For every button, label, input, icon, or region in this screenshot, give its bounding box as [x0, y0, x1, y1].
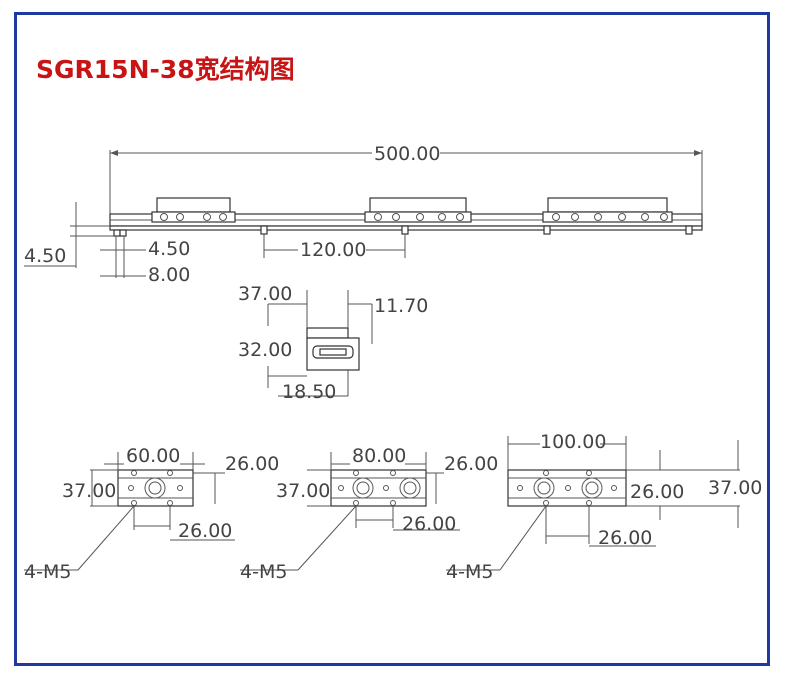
carriage-3	[542, 197, 673, 223]
dim-c3-hole-y: 26.00	[630, 481, 684, 503]
dim-hole-pitch: 120.00	[300, 239, 366, 261]
dim-c2-holes: 4-M5	[240, 561, 287, 583]
dim-c2-hole-y: 26.00	[444, 453, 498, 475]
dim-c3-holes: 4-M5	[446, 561, 493, 583]
dim-c1-hole-x: 26.00	[178, 520, 232, 542]
cross-section: 37.00 11.70 32.00 18.50	[238, 283, 428, 403]
dim-c3-hole-x: 26.00	[598, 527, 652, 549]
carriage-plan-80: 80.00 37.00 26.00 26.00 4-M5	[240, 445, 498, 583]
dim-section-rail-height: 11.70	[374, 295, 428, 317]
dim-end-offset-a: 4.50	[148, 238, 190, 260]
dim-c1-length: 60.00	[126, 445, 180, 467]
rail-assembly: 500.00	[24, 143, 703, 286]
dim-section-base: 18.50	[282, 381, 336, 403]
dim-c3-height: 37.00	[708, 477, 762, 499]
dim-end-height: 4.50	[24, 245, 66, 267]
drawing-frame	[14, 12, 770, 666]
dim-section-width: 37.00	[238, 283, 292, 305]
dim-end-offset-b: 8.00	[148, 264, 190, 286]
dim-c1-height: 37.00	[62, 480, 116, 502]
dim-c3-length: 100.00	[540, 431, 606, 453]
dim-c1-hole-y: 26.00	[225, 453, 279, 475]
carriage-1	[151, 197, 236, 223]
dim-c2-height: 37.00	[276, 480, 330, 502]
dim-section-height: 32.00	[238, 339, 292, 361]
dim-c2-hole-x: 26.00	[402, 513, 456, 535]
dim-total-length: 500.00	[374, 143, 440, 165]
carriage-2	[364, 197, 472, 223]
dim-c2-length: 80.00	[352, 445, 406, 467]
dim-c1-holes: 4-M5	[24, 561, 71, 583]
carriage-plan-100: 100.00 26.00 37.00 26.00 4-M5	[446, 431, 762, 583]
carriage-plan-60: 60.00 37.00 26.00 26.00 4-M5	[24, 445, 279, 583]
drawing-title: SGR15N-38宽结构图	[36, 55, 295, 84]
